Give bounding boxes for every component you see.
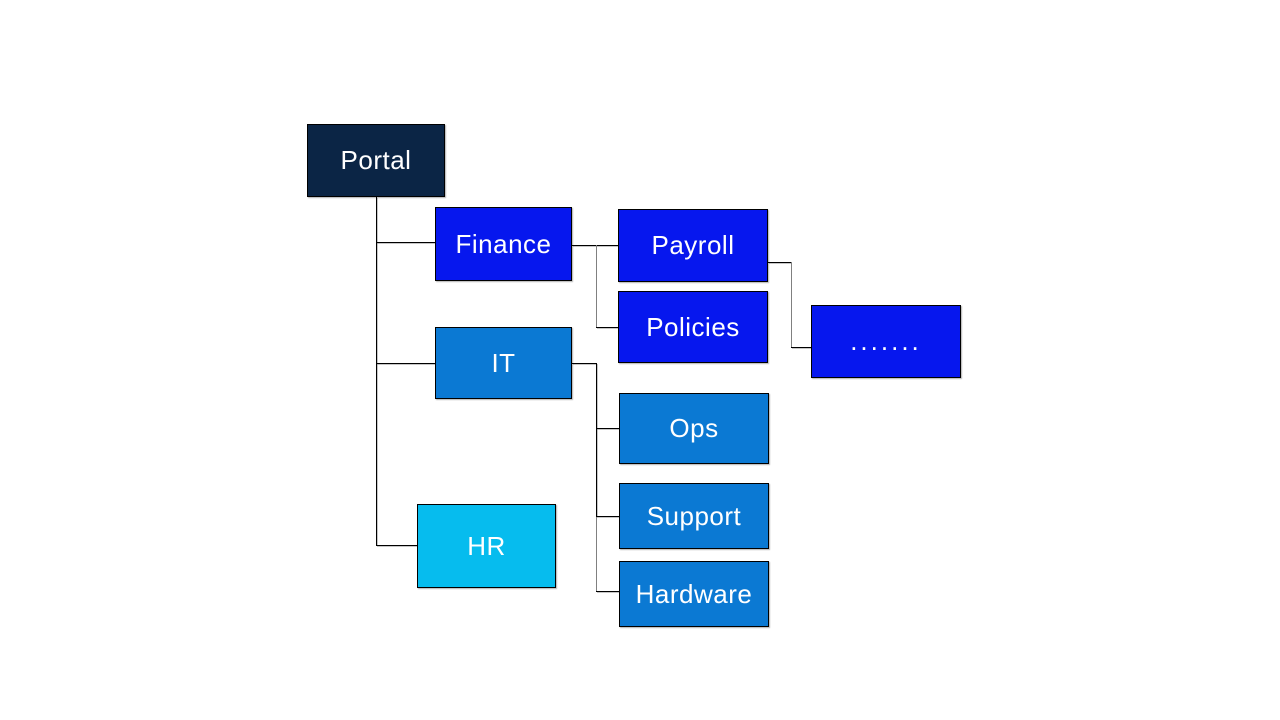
node-payroll: Payroll xyxy=(618,209,768,282)
node-payroll-label: Payroll xyxy=(651,230,735,260)
node-hardware-label: Hardware xyxy=(635,578,753,609)
node-ops-label: Ops xyxy=(669,413,719,443)
connector-it-hardware xyxy=(596,591,619,592)
node-support: Support xyxy=(619,483,769,549)
node-ellipsis-label: ....... xyxy=(850,326,922,356)
connector-it-trunk-lower xyxy=(596,516,597,592)
connector-portal-it xyxy=(376,363,435,364)
connector-portal-hr xyxy=(376,545,417,546)
connector-it-support xyxy=(596,516,619,517)
connector-it-ops xyxy=(596,428,619,429)
node-policies-label: Policies xyxy=(646,311,740,342)
node-ops: Ops xyxy=(619,393,769,464)
connector-payroll-ellipsis xyxy=(791,347,811,348)
connector-payroll-trunk xyxy=(791,262,792,347)
node-finance: Finance xyxy=(435,207,572,281)
node-hr: HR xyxy=(417,504,556,588)
connector-finance-trunk xyxy=(596,245,597,327)
connector-payroll-out xyxy=(768,262,791,263)
node-portal-label: Portal xyxy=(340,145,412,175)
node-finance-label: Finance xyxy=(455,228,552,259)
node-it-label: IT xyxy=(491,347,516,378)
connector-finance-policies xyxy=(596,327,618,328)
node-portal: Portal xyxy=(307,124,445,197)
node-hardware: Hardware xyxy=(619,561,769,627)
connector-portal-finance xyxy=(376,242,435,243)
node-policies: Policies xyxy=(618,291,768,363)
connector-portal-trunk xyxy=(376,197,377,545)
node-it: IT xyxy=(435,327,572,399)
connector-it-trunk-upper xyxy=(596,363,597,516)
node-hr-label: HR xyxy=(467,530,506,561)
node-ellipsis: ....... xyxy=(811,305,961,378)
node-support-label: Support xyxy=(646,500,742,531)
connector-finance-payroll xyxy=(572,245,618,246)
connector-it-out xyxy=(572,363,596,364)
